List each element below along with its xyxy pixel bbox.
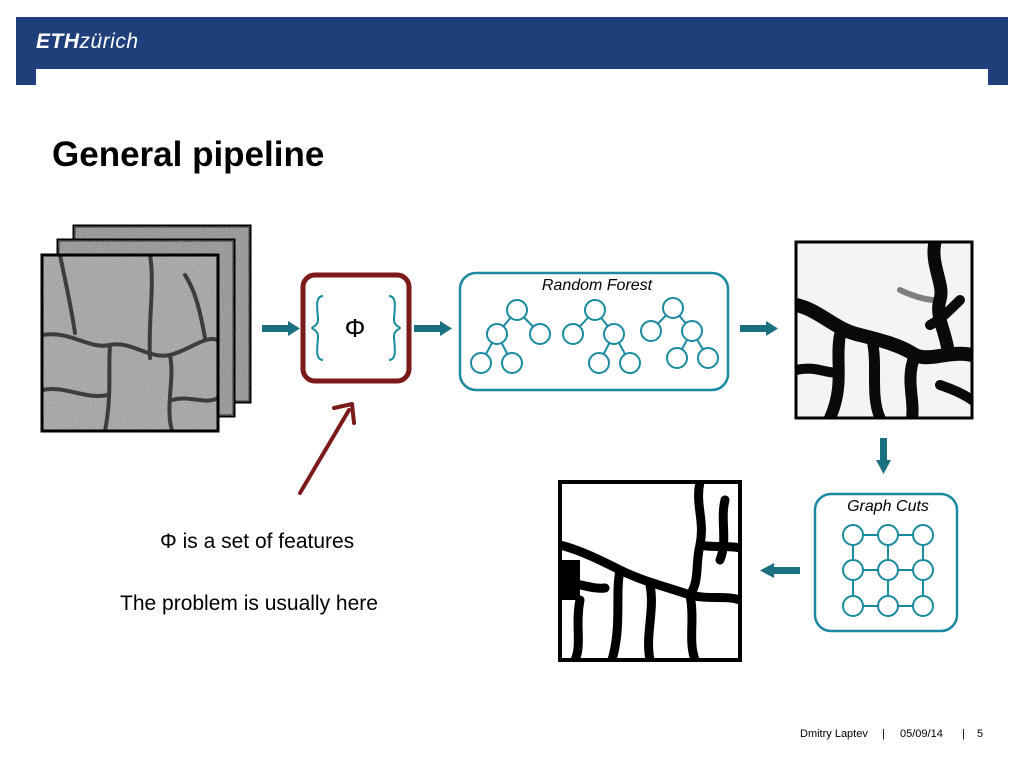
caption-problem: The problem is usually here <box>120 592 378 615</box>
grid-graph <box>842 524 934 617</box>
header-band <box>16 17 1008 69</box>
arrow-features-to-forest <box>414 321 452 336</box>
arrow-probability-to-graphcuts <box>876 438 891 474</box>
probability-map-image <box>794 240 974 420</box>
header-tab-right <box>988 69 1008 85</box>
caption-features: Φ is a set of features <box>160 530 355 553</box>
footer-separator-1: | <box>882 728 885 740</box>
eth-logo: ETHzürich <box>36 30 139 54</box>
phi-symbol: Φ <box>345 313 366 343</box>
segmentation-result-image <box>558 480 742 662</box>
logo-zurich-text: zürich <box>79 30 139 53</box>
footer-author: Dmitry Laptev <box>800 728 868 740</box>
decision-tree-3 <box>640 297 719 369</box>
logo-eth-text: ETH <box>36 30 80 53</box>
header-tab-left <box>16 69 36 85</box>
arrow-graphcuts-to-segmentation <box>760 563 800 578</box>
decision-tree-1 <box>470 299 551 374</box>
footer-separator-2: | <box>962 728 965 740</box>
pointer-arrow-to-features <box>298 402 356 495</box>
arrow-forest-to-probability <box>740 321 778 336</box>
slide-title: General pipeline <box>52 135 325 174</box>
input-image-front <box>40 253 220 433</box>
graph-cuts-box: Graph Cuts <box>813 492 959 633</box>
decision-tree-2 <box>562 299 641 374</box>
header-bar <box>16 17 1008 85</box>
right-brace-icon <box>388 295 402 361</box>
arrow-input-to-features <box>262 321 300 336</box>
random-forest-box: Random Forest <box>458 271 730 392</box>
footer-date: 05/09/14 <box>900 728 943 740</box>
input-image-stack <box>40 224 252 433</box>
footer-page-number: 5 <box>977 728 984 740</box>
features-box: Φ <box>300 272 412 384</box>
random-forest-label: Random Forest <box>542 277 653 294</box>
left-brace-icon <box>310 295 324 361</box>
graph-cuts-label: Graph Cuts <box>847 498 929 515</box>
